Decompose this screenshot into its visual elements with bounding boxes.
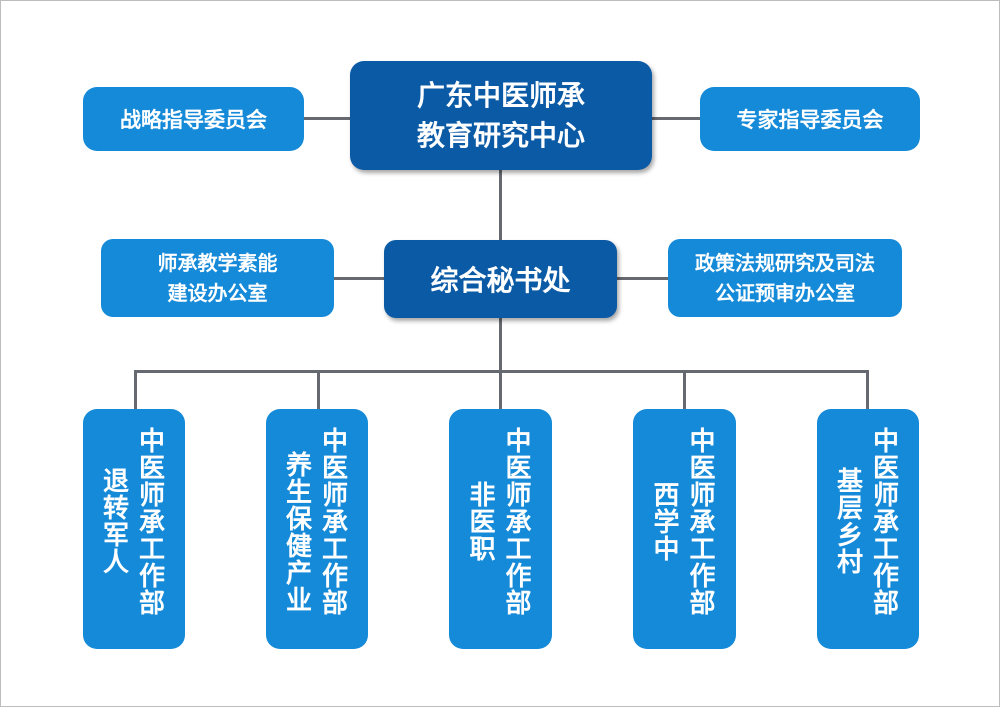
vertical-char: 生 <box>285 478 312 508</box>
vertical-char: 作 <box>689 562 716 592</box>
connector-dept-1 <box>134 370 137 411</box>
vertical-char: 业 <box>285 586 312 616</box>
connector-dept-2 <box>317 370 320 411</box>
vertical-char: 作 <box>872 562 899 592</box>
vertical-char: 师 <box>321 481 348 511</box>
department-box: 中医师承工作部 养生保健产业 <box>266 409 368 649</box>
vertical-char: 部 <box>689 589 716 619</box>
vertical-char: 师 <box>872 481 899 511</box>
expert-committee-label: 专家指导委员会 <box>736 108 884 132</box>
vertical-char: 产 <box>285 559 312 589</box>
vertical-char: 中 <box>872 427 899 457</box>
vertical-char: 承 <box>689 508 716 538</box>
vertical-char: 健 <box>285 532 312 562</box>
connector-secretariat-to-departments <box>499 317 502 372</box>
vertical-char: 作 <box>321 562 348 592</box>
vertical-char: 部 <box>138 589 165 619</box>
vertical-char: 部 <box>321 589 348 619</box>
vertical-char: 医 <box>872 454 899 484</box>
vertical-char: 师 <box>689 481 716 511</box>
department-main-label: 中医师承工作部 <box>321 429 349 618</box>
vertical-char: 西 <box>653 481 680 511</box>
vertical-char: 工 <box>321 535 348 565</box>
teaching-office-line2: 建设办公室 <box>167 281 268 305</box>
secretariat-box: 综合秘书处 <box>384 240 617 318</box>
vertical-char: 养 <box>285 451 312 481</box>
vertical-char: 医 <box>321 454 348 484</box>
vertical-char: 工 <box>138 535 165 565</box>
vertical-char: 部 <box>872 589 899 619</box>
department-box: 中医师承工作部 基层乡村 <box>817 409 919 649</box>
vertical-char: 师 <box>138 481 165 511</box>
vertical-char: 医 <box>138 454 165 484</box>
vertical-char: 医 <box>469 508 496 538</box>
vertical-char: 师 <box>505 481 532 511</box>
policy-office-line1: 政策法规研究及司法 <box>695 251 875 275</box>
secretariat-label: 综合秘书处 <box>430 264 571 297</box>
connector-dept-5 <box>866 370 869 411</box>
vertical-char: 退 <box>102 467 129 497</box>
vertical-char: 承 <box>505 508 532 538</box>
department-box: 中医师承工作部 退转军人 <box>83 409 185 649</box>
vertical-char: 医 <box>505 454 532 484</box>
vertical-char: 学 <box>653 508 680 538</box>
vertical-char: 作 <box>138 562 165 592</box>
vertical-char: 中 <box>505 427 532 457</box>
center-title-line1: 广东中医师承 <box>416 78 585 112</box>
center-title-line2: 教育研究中心 <box>416 118 585 152</box>
vertical-char: 非 <box>469 481 496 511</box>
vertical-char: 乡 <box>836 521 863 551</box>
department-box: 中医师承工作部 西学中 <box>633 409 736 649</box>
connector-center-to-secretariat <box>499 169 502 241</box>
strategy-committee-label: 战略指导委员会 <box>120 108 267 132</box>
vertical-char: 军 <box>102 521 129 551</box>
vertical-char: 医 <box>689 454 716 484</box>
vertical-char: 转 <box>102 494 129 524</box>
vertical-char: 部 <box>505 589 532 619</box>
connector-dept-4 <box>683 370 686 411</box>
vertical-char: 村 <box>836 548 863 578</box>
department-prefix-label: 退转军人 <box>102 469 130 577</box>
vertical-char: 人 <box>102 548 129 578</box>
vertical-char: 工 <box>689 535 716 565</box>
policy-office-line2: 公证预审办公室 <box>715 281 855 305</box>
center-title-box: 广东中医师承 教育研究中心 <box>350 61 652 170</box>
vertical-char: 承 <box>321 508 348 538</box>
department-main-label: 中医师承工作部 <box>505 429 533 618</box>
vertical-char: 中 <box>138 427 165 457</box>
teaching-office-box: 师承教学素能 建设办公室 <box>101 239 334 317</box>
vertical-char: 工 <box>872 535 899 565</box>
vertical-char: 中 <box>689 427 716 457</box>
strategy-committee-box: 战略指导委员会 <box>83 87 304 151</box>
vertical-char: 中 <box>653 535 680 565</box>
department-prefix-label: 西学中 <box>653 483 681 564</box>
connector-dept-3 <box>499 370 502 411</box>
department-prefix-label: 基层乡村 <box>836 469 864 577</box>
teaching-office-line1: 师承教学素能 <box>157 251 278 275</box>
department-main-label: 中医师承工作部 <box>872 429 900 618</box>
vertical-char: 职 <box>469 535 496 565</box>
vertical-char: 作 <box>505 562 532 592</box>
policy-office-box: 政策法规研究及司法 公证预审办公室 <box>668 239 902 317</box>
department-main-label: 中医师承工作部 <box>689 429 717 618</box>
department-main-label: 中医师承工作部 <box>138 429 166 618</box>
expert-committee-box: 专家指导委员会 <box>700 87 920 151</box>
vertical-char: 工 <box>505 535 532 565</box>
vertical-char: 承 <box>872 508 899 538</box>
department-prefix-label: 养生保健产业 <box>285 453 313 615</box>
vertical-char: 基 <box>836 467 863 497</box>
vertical-char: 承 <box>138 508 165 538</box>
department-prefix-label: 非医职 <box>469 483 497 564</box>
vertical-char: 中 <box>321 427 348 457</box>
vertical-char: 层 <box>836 494 863 524</box>
vertical-char: 保 <box>285 505 312 535</box>
department-box: 中医师承工作部 非医职 <box>449 409 552 649</box>
